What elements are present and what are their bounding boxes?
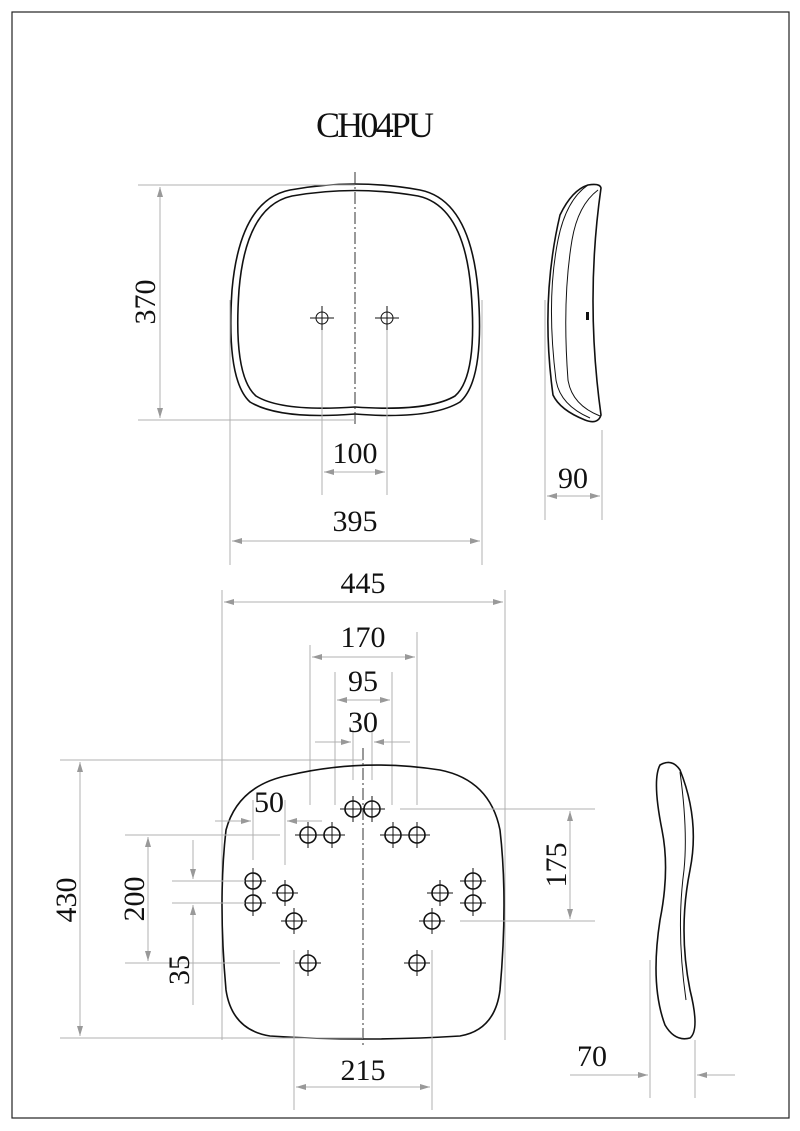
drawing-title: CH04PU	[316, 105, 434, 145]
dimension-label: 430	[50, 878, 83, 923]
dimension-label: 170	[341, 621, 386, 654]
mounting-hole	[460, 868, 486, 894]
dimension-front-spacing: 175	[400, 808, 595, 922]
dimension-backrest-width: 395	[229, 300, 483, 565]
mounting-hole	[281, 908, 307, 934]
dimension-side-spacing: 200	[118, 834, 280, 964]
dimension-label: 95	[348, 665, 378, 698]
mounting-hole	[419, 908, 445, 934]
dimension-seat-width: 445	[221, 567, 506, 1040]
mounting-hole	[295, 950, 321, 976]
dimension-label: 370	[129, 280, 162, 325]
mounting-hole	[310, 306, 334, 330]
mounting-hole	[359, 796, 385, 822]
dimension-label: 50	[254, 786, 284, 819]
dimension-label: 35	[163, 955, 196, 985]
seat-side-view	[655, 761, 696, 1040]
dimension-label: 200	[118, 877, 151, 922]
seat-bottom-view	[221, 748, 505, 1045]
drawing-frame	[11, 11, 790, 1119]
mounting-hole	[319, 822, 345, 848]
dimension-label: 215	[341, 1054, 386, 1087]
mounting-hole	[460, 890, 486, 916]
dimension-backrest-hole-spacing: 100	[321, 330, 388, 495]
dimension-label: 30	[348, 706, 378, 739]
dimension-label: 445	[341, 567, 386, 600]
dimension-backrest-depth: 90	[544, 300, 603, 520]
mounting-hole	[427, 880, 453, 906]
dimension-rear-spacing: 215	[293, 950, 433, 1110]
mounting-hole	[404, 950, 430, 976]
mounting-hole	[404, 822, 430, 848]
dimension-label: 100	[333, 437, 378, 470]
dimension-label: 175	[540, 843, 573, 888]
dimension-pattern-95: 95	[334, 665, 393, 805]
dimension-hole-pitch: 35	[163, 840, 245, 1005]
backrest-front-view	[230, 172, 481, 425]
dimension-seat-depth: 430	[50, 759, 363, 1039]
dimension-seat-thickness: 70	[570, 960, 735, 1098]
dimension-pattern-170: 170	[309, 621, 418, 805]
mounting-hole	[375, 306, 399, 330]
dimension-edge-offset: 50	[215, 786, 322, 865]
mounting-hole	[272, 880, 298, 906]
backrest-side-view	[547, 183, 602, 423]
dimension-label: 395	[333, 505, 378, 538]
dimension-label: 70	[577, 1040, 607, 1073]
dimension-backrest-height: 370	[129, 184, 355, 421]
mounting-hole	[380, 822, 406, 848]
dimension-pattern-30: 30	[315, 706, 410, 780]
mounting-hole	[295, 822, 321, 848]
dimension-label: 90	[558, 462, 588, 495]
